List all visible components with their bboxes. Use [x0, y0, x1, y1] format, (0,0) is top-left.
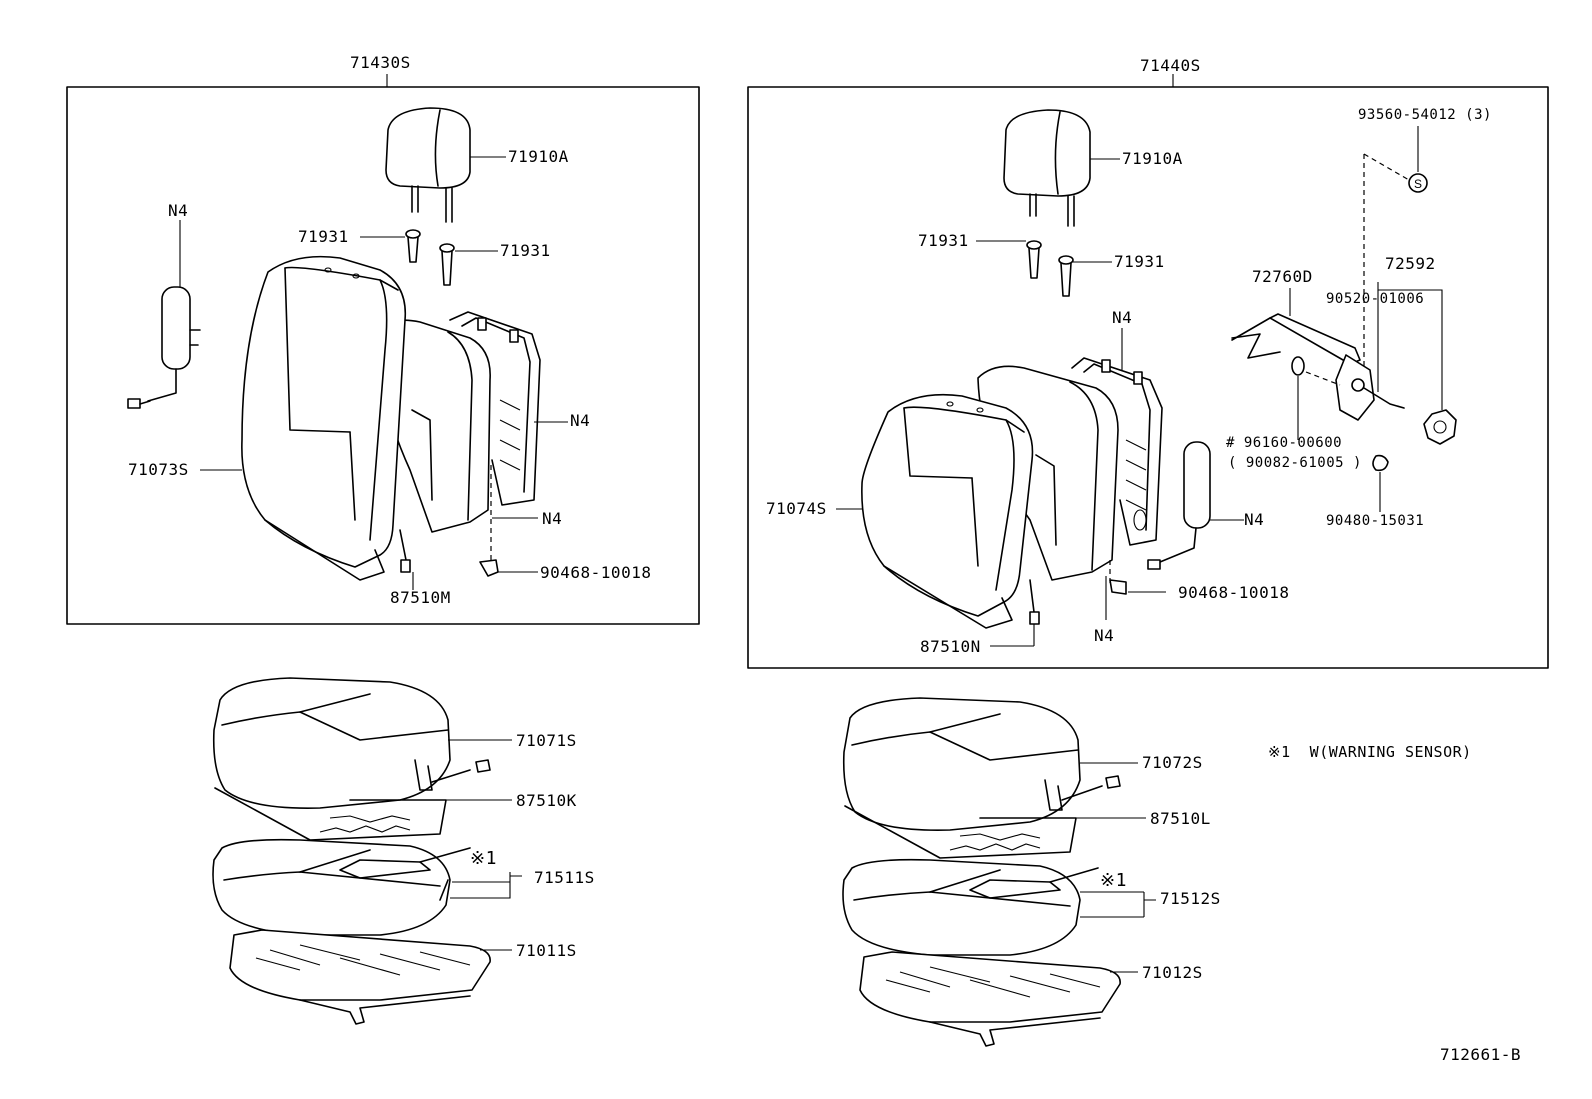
right-clip-small-label: 90480-15031: [1326, 513, 1425, 529]
right-recliner-drawing: [1231, 288, 1405, 421]
right-cushion-pad-label: 71512S: [1160, 889, 1221, 908]
left-clip-label: 90468-10018: [540, 563, 652, 582]
left-cushion-pad-drawing: [212, 838, 451, 936]
left-cushion-cover-drawing: [212, 677, 451, 809]
right-back-cover-label: 71074S: [766, 499, 827, 518]
right-support-label-left: 71931: [918, 231, 969, 250]
diagram-code: 712661-B: [1440, 1045, 1522, 1064]
left-back-cover-label: 71073S: [128, 460, 189, 479]
left-headrest-label: 71910A: [508, 147, 569, 166]
right-cushion-cover-drawing: [842, 697, 1081, 831]
right-sensor-mark: ※1: [1100, 870, 1127, 891]
right-washer-drawing: [1291, 356, 1305, 440]
left-cushion-frame-drawing: [229, 929, 491, 1001]
right-washer-label-2: ( 90082-61005 ): [1228, 455, 1362, 471]
right-frame-drawing: [1071, 328, 1163, 546]
right-harness-drawing: [990, 579, 1040, 647]
right-cushion-group: [842, 697, 1156, 1047]
right-cushion-pad-drawing: [842, 858, 1081, 956]
legend-warning-sensor: ※1 W(WARNING SENSOR): [1268, 743, 1472, 761]
right-harness-label: 87510N: [920, 637, 981, 656]
right-headrest-drawing: [1003, 109, 1120, 227]
left-support-label-left: 71931: [298, 227, 349, 246]
right-support-drawing: [976, 240, 1112, 297]
right-support-label-right: 71931: [1114, 252, 1165, 271]
right-headrest-label: 71910A: [1122, 149, 1183, 168]
right-knob-group-label: 72592: [1385, 254, 1436, 273]
left-lower-label: N4: [542, 509, 563, 528]
left-harness-label: 87510M: [390, 588, 451, 607]
left-frame-label: N4: [570, 411, 591, 430]
left-airbag-drawing: [127, 220, 201, 409]
right-airbag-label: N4: [1244, 510, 1265, 529]
right-cover-drawing: [836, 393, 1034, 629]
left-seatback-group: [66, 74, 700, 625]
left-harness-mat-drawing: [214, 787, 447, 841]
left-cushion-cover-label: 71071S: [516, 731, 577, 750]
right-assembly-box: [747, 86, 1549, 669]
bolt-symbol: S: [1414, 177, 1422, 191]
right-cushion-cover-label: 71072S: [1142, 753, 1203, 772]
right-cushion-frame-drawing: [859, 951, 1121, 1023]
right-lower-label: N4: [1094, 626, 1115, 645]
left-frame-drawing: [449, 311, 568, 506]
left-cushion-group: [212, 677, 522, 1025]
left-support-label-right: 71931: [500, 241, 551, 260]
left-headrest-drawing: [385, 107, 506, 223]
right-cushion-frame-label: 71012S: [1142, 963, 1203, 982]
left-airbag-label: N4: [168, 201, 189, 220]
left-assembly-box: [66, 86, 700, 625]
left-harness-drawing: [399, 465, 538, 590]
right-airbag-drawing: [1147, 441, 1244, 570]
right-washer-label-1: # 96160-00600: [1226, 435, 1343, 451]
left-cushion-pad-label: 71511S: [534, 868, 595, 887]
right-knob-drawing: [1372, 282, 1457, 512]
right-recliner-label: 72760D: [1252, 267, 1313, 286]
right-knob-screw-label: 90520-01006: [1326, 291, 1425, 307]
right-cushion-harness-label: 87510L: [1150, 809, 1211, 828]
right-top-label: N4: [1112, 308, 1133, 327]
left-cushion-frame-label: 71011S: [516, 941, 577, 960]
right-bolt-label: 93560-54012 (3): [1358, 107, 1492, 123]
left-cushion-harness-label: 87510K: [516, 791, 577, 810]
right-clip-label: 90468-10018: [1178, 583, 1290, 602]
left-support-drawing: [360, 229, 498, 286]
right-assembly-title: 71440S: [1140, 56, 1201, 75]
right-bolt-drawing: S: [1363, 126, 1428, 400]
right-harness-mat-drawing: [844, 805, 1077, 859]
left-sensor-mark: ※1: [470, 848, 497, 869]
left-cover-drawing: [200, 255, 407, 581]
right-seatback-group: S: [747, 74, 1549, 669]
left-assembly-title: 71430S: [350, 53, 411, 72]
